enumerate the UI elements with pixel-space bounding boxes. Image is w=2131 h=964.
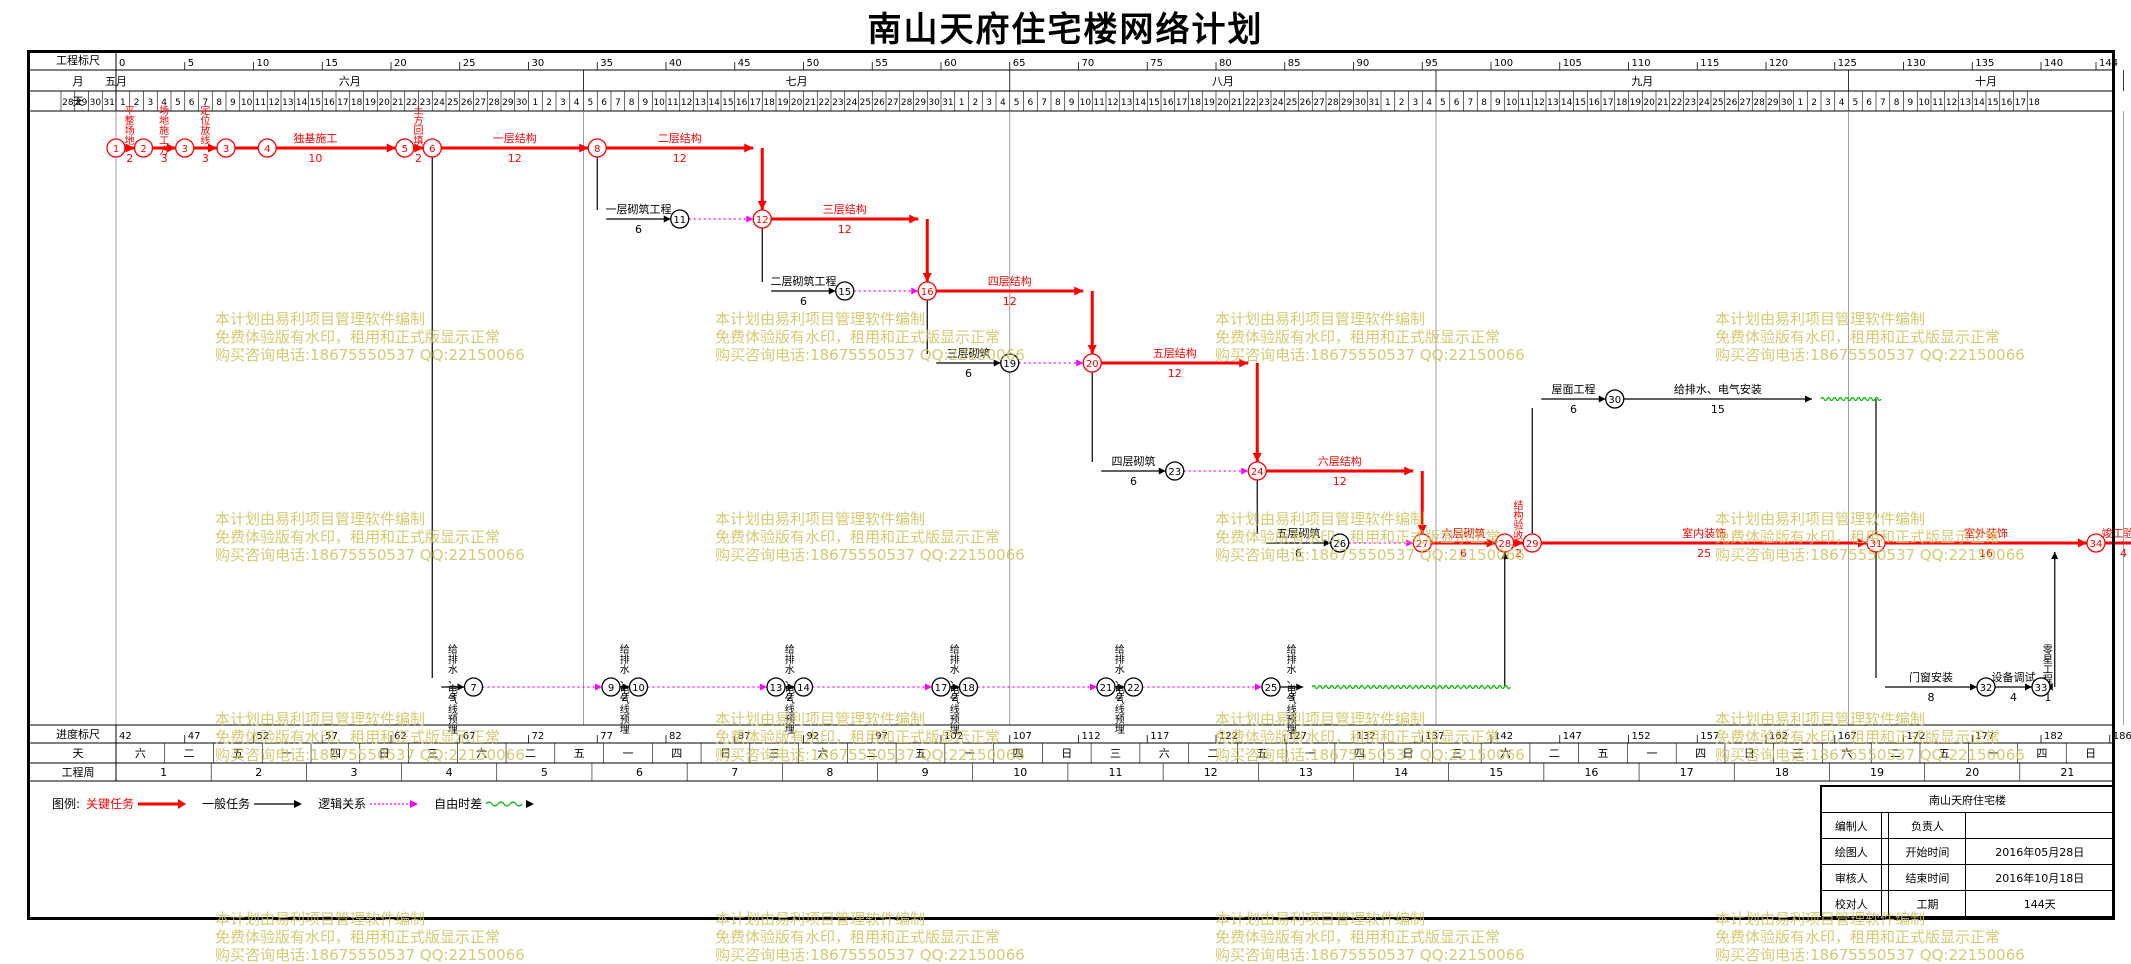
- legend-logic: 逻辑关系: [318, 795, 418, 812]
- watermark-text: 本计划由易利项目管理软件编制 免费体验版有水印，租用和正式版显示正常 购买咨询电…: [215, 710, 525, 764]
- info-key: 负责人: [1889, 813, 1966, 839]
- watermark-text: 本计划由易利项目管理软件编制 免费体验版有水印，租用和正式版显示正常 购买咨询电…: [715, 510, 1025, 564]
- watermark-text: 本计划由易利项目管理软件编制 免费体验版有水印，租用和正式版显示正常 购买咨询电…: [715, 310, 1025, 364]
- info-value: 2016年10月18日: [1966, 865, 2114, 891]
- info-value: [1881, 865, 1889, 891]
- legend-critical: 关键任务: [86, 795, 186, 812]
- progress-tick-label: 186: [2113, 731, 2131, 742]
- watermark-text: 本计划由易利项目管理软件编制 免费体验版有水印，租用和正式版显示正常 购买咨询电…: [715, 710, 1025, 764]
- watermark-text: 本计划由易利项目管理软件编制 免费体验版有水印，租用和正式版显示正常 购买咨询电…: [1715, 310, 2025, 364]
- legend: 图例: 关键任务 一般任务 逻辑关系 自由时差: [52, 795, 544, 812]
- info-key: 结束时间: [1889, 865, 1966, 891]
- watermark-text: 本计划由易利项目管理软件编制 免费体验版有水印，租用和正式版显示正常 购买咨询电…: [1215, 710, 1525, 764]
- watermark-text: 本计划由易利项目管理软件编制 免费体验版有水印，租用和正式版显示正常 购买咨询电…: [215, 310, 525, 364]
- info-value: [1966, 813, 2114, 839]
- legend-free: 自由时差: [434, 795, 534, 812]
- watermark-text: 本计划由易利项目管理软件编制 免费体验版有水印，租用和正式版显示正常 购买咨询电…: [715, 910, 1025, 964]
- task-duration: 4: [2120, 547, 2127, 560]
- watermark-text: 本计划由易利项目管理软件编制 免费体验版有水印，租用和正式版显示正常 购买咨询电…: [1215, 310, 1525, 364]
- legend-normal: 一般任务: [202, 795, 302, 812]
- watermark-text: 本计划由易利项目管理软件编制 免费体验版有水印，租用和正式版显示正常 购买咨询电…: [1715, 710, 2025, 764]
- info-key: 编制人: [1822, 813, 1882, 839]
- watermark-text: 本计划由易利项目管理软件编制 免费体验版有水印，租用和正式版显示正常 购买咨询电…: [1715, 910, 2025, 964]
- watermark-text: 本计划由易利项目管理软件编制 免费体验版有水印，租用和正式版显示正常 购买咨询电…: [215, 510, 525, 564]
- watermark-text: 本计划由易利项目管理软件编制 免费体验版有水印，租用和正式版显示正常 购买咨询电…: [1215, 910, 1525, 964]
- info-value: [1881, 839, 1889, 865]
- chart-frame: [27, 50, 2115, 920]
- watermark-text: 本计划由易利项目管理软件编制 免费体验版有水印，租用和正式版显示正常 购买咨询电…: [1715, 510, 2025, 564]
- info-key: 审核人: [1822, 865, 1882, 891]
- info-value: 2016年05月28日: [1966, 839, 2114, 865]
- legend-label: 图例:: [52, 795, 80, 812]
- watermark-text: 本计划由易利项目管理软件编制 免费体验版有水印，租用和正式版显示正常 购买咨询电…: [1215, 510, 1525, 564]
- info-key: 开始时间: [1889, 839, 1966, 865]
- info-key: 绘图人: [1822, 839, 1882, 865]
- info-project: 南山天府住宅楼: [1822, 787, 2114, 813]
- info-value: [1881, 813, 1889, 839]
- watermark-text: 本计划由易利项目管理软件编制 免费体验版有水印，租用和正式版显示正常 购买咨询电…: [215, 910, 525, 964]
